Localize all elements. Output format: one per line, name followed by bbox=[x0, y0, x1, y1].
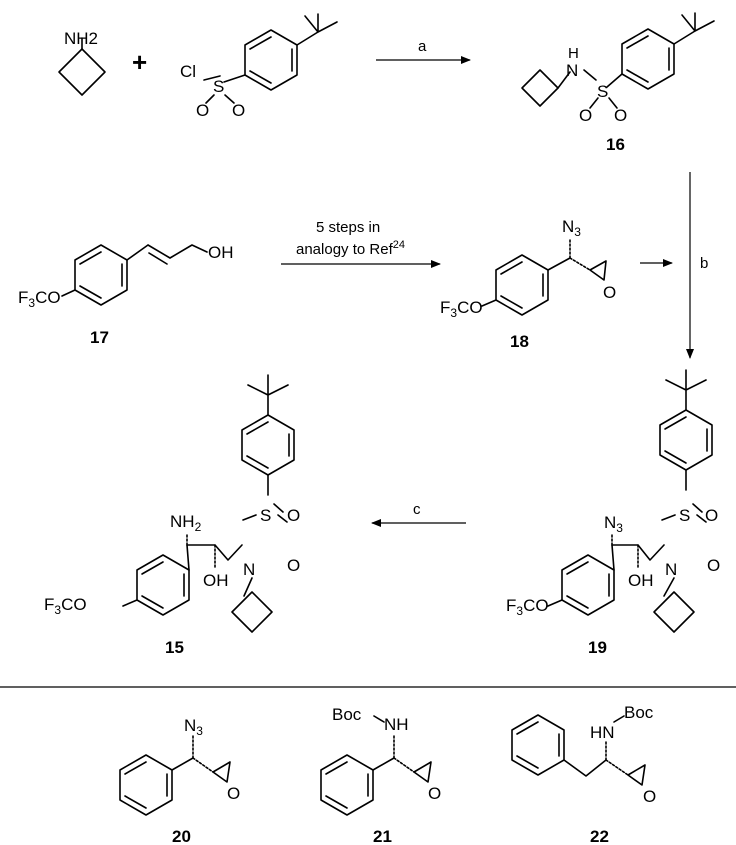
f3co-label: F3CO bbox=[440, 298, 483, 320]
nh2-label: NH2 bbox=[64, 29, 98, 48]
compound-19: N3 OH N S O O F3CO 19 bbox=[506, 369, 720, 657]
condition-line2: analogy to Ref24 bbox=[296, 239, 405, 258]
boc-label: Boc bbox=[332, 705, 362, 724]
condition-line1: 5 steps in bbox=[316, 219, 380, 236]
compound-number: 22 bbox=[590, 827, 609, 845]
o-label: O bbox=[287, 556, 300, 575]
ref-superscript: 24 bbox=[393, 239, 405, 251]
f3co-label: F3CO bbox=[506, 596, 549, 618]
o-label: O bbox=[707, 556, 720, 575]
compound-number: 17 bbox=[90, 328, 109, 347]
n3-label: N3 bbox=[604, 513, 623, 535]
compound-number: 19 bbox=[588, 638, 607, 657]
s-label: S bbox=[260, 506, 271, 525]
n3-label: N3 bbox=[184, 716, 203, 738]
boc-label: Boc bbox=[624, 703, 654, 722]
compound-20: N3 O 20 bbox=[119, 716, 240, 845]
s-label: S bbox=[597, 82, 608, 101]
o-label: O bbox=[232, 101, 245, 120]
o-label: O bbox=[705, 506, 718, 525]
step-a-label: a bbox=[418, 38, 427, 55]
f3co-label: F3CO bbox=[18, 288, 61, 310]
compound-17: OH F3CO 17 bbox=[18, 243, 234, 347]
nh2-label: NH2 bbox=[170, 512, 202, 534]
n-label: N bbox=[665, 560, 677, 579]
n3-label: N3 bbox=[562, 217, 581, 239]
o-label: O bbox=[579, 106, 592, 125]
s-label: S bbox=[213, 77, 224, 96]
compound-22: HN Boc O 22 bbox=[511, 703, 656, 845]
compound-15: NH2 OH N S O O F3CO 15 bbox=[44, 374, 300, 657]
cl-label: Cl bbox=[180, 62, 196, 81]
o-label: O bbox=[643, 787, 656, 806]
compound-number: 15 bbox=[165, 638, 184, 657]
compound-21: Boc NH O 21 bbox=[320, 705, 441, 845]
nh-label: NH bbox=[384, 715, 409, 734]
hn-label: HN bbox=[590, 723, 615, 742]
oh-label: OH bbox=[628, 571, 654, 590]
o-label: O bbox=[428, 784, 441, 803]
o-label: O bbox=[196, 101, 209, 120]
compound-number: 20 bbox=[172, 827, 191, 845]
condition-text: analogy to Ref bbox=[296, 241, 394, 258]
n-label: N bbox=[566, 61, 578, 80]
step-c-label: c bbox=[413, 501, 421, 518]
cyclobutylamine: NH2 bbox=[58, 29, 106, 96]
o-label: O bbox=[287, 506, 300, 525]
n-label: N bbox=[243, 560, 255, 579]
s-label: S bbox=[679, 506, 690, 525]
compound-number: 16 bbox=[606, 135, 625, 154]
o-label: O bbox=[227, 784, 240, 803]
h-label: H bbox=[568, 45, 579, 62]
f3co-label: F3CO bbox=[44, 595, 87, 617]
o-label: O bbox=[603, 283, 616, 302]
compound-18: N3 O F3CO 18 bbox=[440, 217, 616, 351]
compound-number: 21 bbox=[373, 827, 392, 845]
sulfonyl-chloride: Cl S O O bbox=[180, 13, 338, 120]
step-b-label: b bbox=[700, 255, 708, 272]
oh-label: OH bbox=[208, 243, 234, 262]
compound-number: 18 bbox=[510, 332, 529, 351]
plus-sign: + bbox=[132, 47, 147, 77]
oh-label: OH bbox=[203, 571, 229, 590]
compound-16: H N S O O 16 bbox=[521, 12, 715, 154]
o-label: O bbox=[614, 106, 627, 125]
